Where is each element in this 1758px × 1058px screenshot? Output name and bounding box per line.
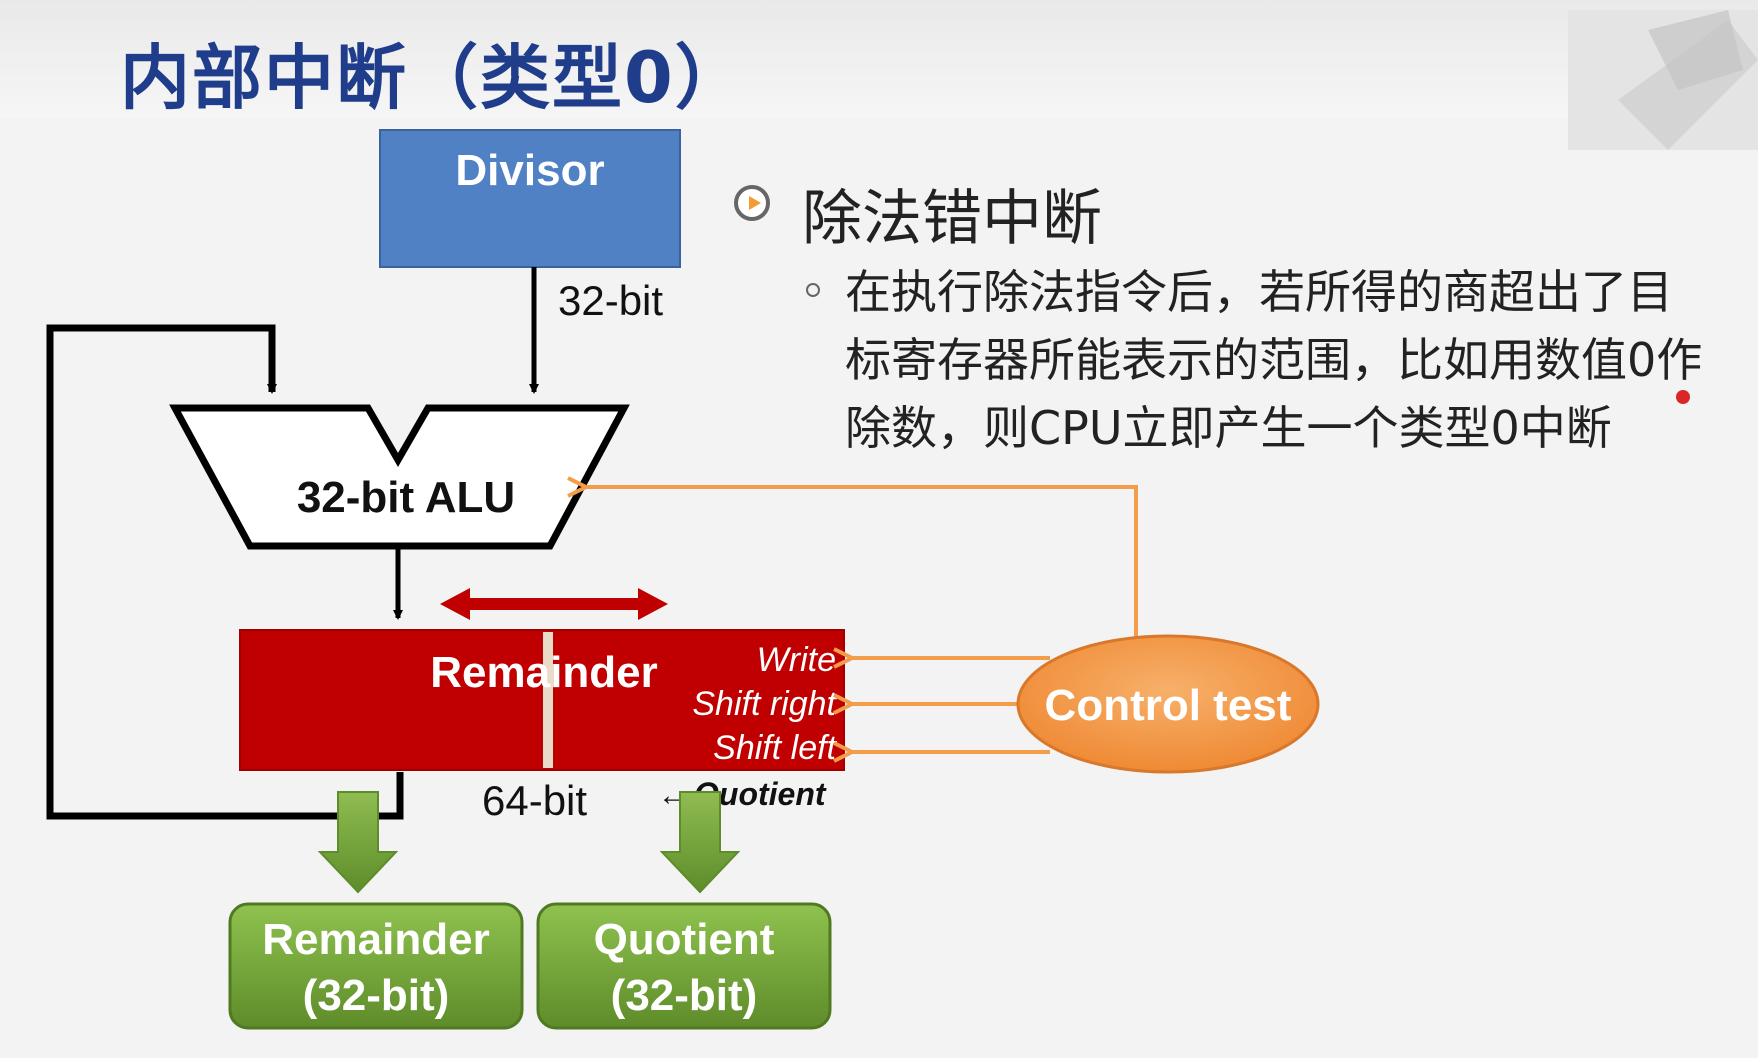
bullet-body: 在执行除法指令后，若所得的商超出了目 标寄存器所能表示的范围，比如用数值0作 除… — [845, 258, 1750, 462]
header-band — [0, 0, 1758, 118]
bullet-body-line: 在执行除法指令后，若所得的商超出了目 — [845, 265, 1673, 319]
slide-title: 内部中断（类型0） — [120, 37, 747, 119]
control-test-unit — [1016, 634, 1320, 774]
quotient-output-width: (32-bit) — [611, 971, 758, 1020]
divisor-register — [379, 129, 681, 268]
remainder-output-box — [228, 902, 524, 1030]
bullet-heading: 除法错中断 — [802, 184, 1102, 254]
remainder-label: Remainder — [430, 648, 657, 697]
remainder-output-width: (32-bit) — [303, 971, 450, 1020]
alu-label: 32-bit ALU — [297, 473, 515, 522]
alu-shape — [169, 404, 630, 550]
quotient-output-arrow — [659, 791, 741, 894]
quotient-output-box — [536, 902, 832, 1030]
remainder-output-arrow — [317, 791, 399, 894]
control-signal-write: Write — [757, 641, 836, 679]
play-bullet-icon — [734, 185, 770, 221]
feedback-loop-wire — [46, 324, 404, 820]
control-to-alu-wire — [586, 487, 1138, 636]
pointer-cursor-icon — [1676, 390, 1690, 404]
divisor-width-label: 32-bit — [558, 277, 663, 324]
bullet-body-line: 除数，则CPU立即产生一个类型0中断 — [845, 401, 1612, 455]
remainder-register — [239, 629, 845, 771]
remainder-output-title: Remainder — [262, 915, 489, 964]
shift-double-arrow — [440, 588, 668, 620]
remainder-width-label: 64-bit — [482, 777, 587, 824]
control-test-label: Control test — [1045, 681, 1292, 730]
bullet-body-line: 标寄存器所能表示的范围，比如用数值0作 — [845, 333, 1703, 387]
decorative-corner-graphic — [1568, 10, 1758, 150]
sub-bullet-dot-icon — [806, 283, 820, 297]
control-signal-shift-right: Shift right — [692, 685, 837, 723]
divisor-label: Divisor — [455, 146, 604, 195]
control-signal-shift-left: Shift left — [713, 729, 837, 767]
quotient-output-title: Quotient — [594, 915, 775, 964]
